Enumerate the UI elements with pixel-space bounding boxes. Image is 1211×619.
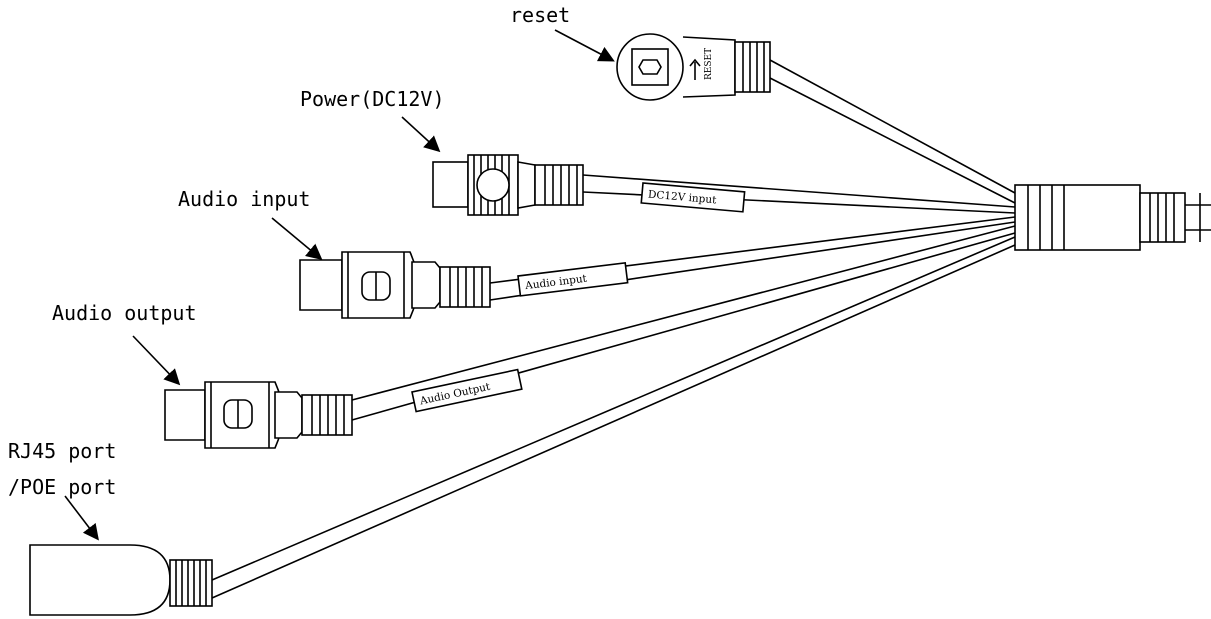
rj45-connector [29,544,213,616]
tag-audio-input: Audio input [517,261,629,297]
arrow-rj45 [64,495,99,541]
label-power: Power(DC12V) [300,87,445,111]
wire-rj45 [211,236,1016,599]
wire-reset [769,59,1016,204]
label-audio-input: Audio input [178,187,311,211]
label-rj45-line1: RJ45 port [8,439,117,463]
main-connector [1014,184,1211,251]
reset-mark-text: RESET [704,48,714,80]
tag-dc12v: DC12V input [640,182,746,213]
arrow-reset [554,29,615,62]
tag-audio-output: Audio Output [411,368,523,413]
power-connector [432,154,584,216]
reset-connector [616,33,771,101]
audio-output-connector [164,381,353,449]
tag-reset-mark: RESET [704,48,714,80]
arrow-audio-output [132,335,181,386]
label-rj45-line2: /POE port [8,475,117,499]
arrow-audio-input [271,217,323,261]
label-reset: reset [510,3,571,27]
label-audio-output: Audio output [52,301,197,325]
audio-input-connector [299,251,491,319]
arrow-power [401,116,441,153]
